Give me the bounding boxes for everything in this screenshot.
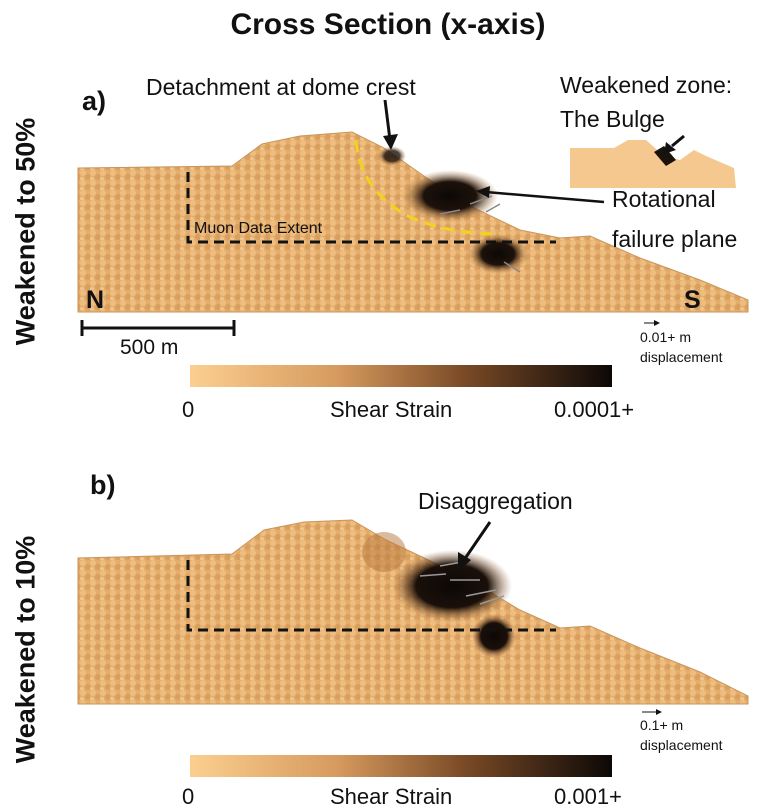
- panel-b-letter: b): [90, 470, 116, 500]
- panel-a-scale-label: 500 m: [120, 336, 179, 359]
- panel-a-muon-label: Muon Data Extent: [194, 220, 323, 237]
- panel-b-colorbar-min: 0: [182, 784, 195, 809]
- panel-a-scale-bar: [80, 320, 236, 336]
- panel-a-inset-title-1: Weakened zone:: [560, 72, 733, 98]
- panel-a-colorbar: [190, 365, 612, 387]
- panel-b-disaggregation-annotation: Disaggregation: [418, 488, 573, 514]
- figure-title: Cross Section (x-axis): [230, 8, 546, 41]
- panel-a-displacement-key-arrow: [644, 320, 660, 326]
- panel-a-inset-arrow: [664, 134, 685, 154]
- panel-b-muon-extent-box: [186, 560, 556, 632]
- panel-a-displacement-caption: displacement: [640, 349, 723, 365]
- panel-b-colorbar: [190, 755, 612, 777]
- panel-b-colorbar-label: Shear Strain: [330, 784, 453, 809]
- panel-b-displacement-value: 0.1+ m: [640, 717, 684, 733]
- panel-a-slope-profile: [77, 131, 749, 313]
- panel-a-inset-bulge: [654, 146, 676, 166]
- panel-a-colorbar-max: 0.0001+: [554, 397, 635, 422]
- panel-a-crest-arrow: [383, 99, 398, 150]
- panel-a-failure-label-2: failure plane: [612, 226, 738, 252]
- panel-a-strain-zone-lower: [468, 234, 528, 274]
- panel-a-failure-label-1: Rotational: [612, 186, 716, 212]
- panel-a-inset-slope: [570, 140, 736, 188]
- panel-a-strain-zone-upper: [402, 170, 498, 222]
- panel-b-strain-zone: [392, 550, 512, 622]
- panel-a-failure-arrow: [476, 186, 605, 204]
- panel-a-south-label: S: [684, 286, 701, 314]
- panel-a-displacement-value: 0.01+ m: [640, 329, 691, 345]
- panel-a-muon-extent-box: [186, 172, 556, 244]
- panel-a-colorbar-label: Shear Strain: [330, 397, 453, 422]
- panel-a-north-label: N: [86, 286, 105, 314]
- panel-b-colorbar-max: 0.001+: [554, 784, 622, 809]
- panel-a-letter: a): [82, 86, 107, 116]
- panel-a-inset-title-2: The Bulge: [560, 106, 665, 132]
- panel-b-strain-zone-lower: [472, 614, 516, 658]
- panel-b-strain-halo: [362, 532, 406, 572]
- panel-a-strain-zone-crest: [378, 146, 406, 166]
- panel-a-crest-annotation: Detachment at dome crest: [146, 74, 416, 100]
- panel-a-failure-arc: [354, 139, 501, 236]
- panel-b-disaggregation-arrow: [458, 521, 492, 572]
- panel-b-displacement-caption: displacement: [640, 737, 723, 753]
- panel-b-displacement-key-arrow: [642, 709, 662, 715]
- panel-a-colorbar-min: 0: [182, 397, 195, 422]
